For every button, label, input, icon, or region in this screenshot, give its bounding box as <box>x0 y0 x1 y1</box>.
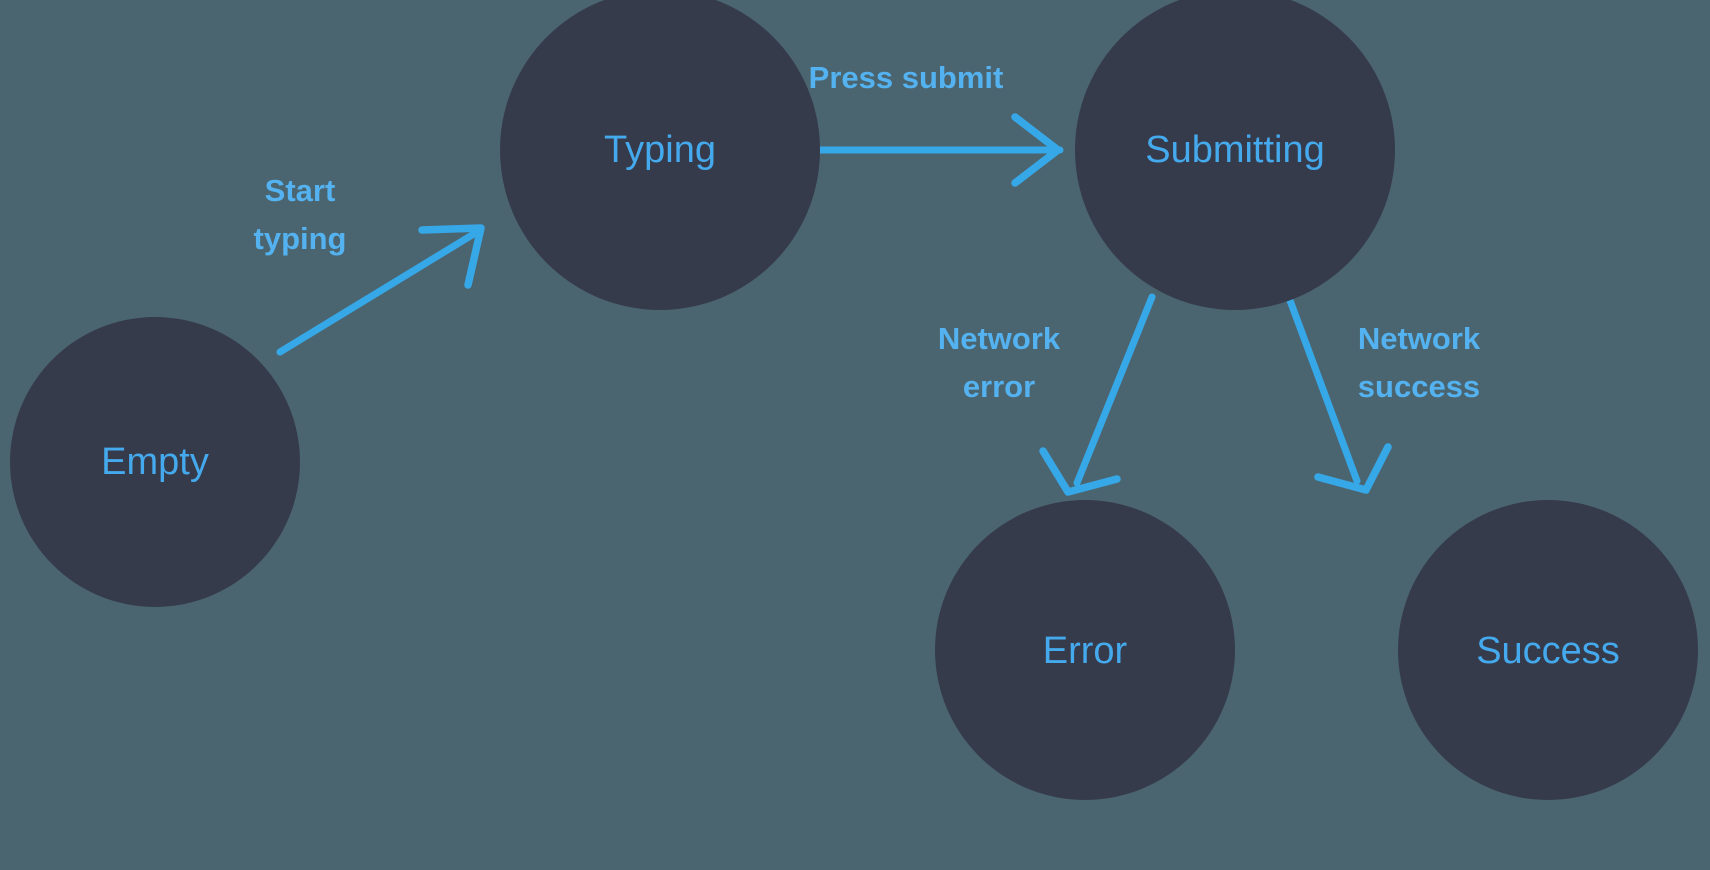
node-error-label: Error <box>1043 630 1128 672</box>
arrowhead-submitting-to-success <box>1314 443 1392 494</box>
arrowhead-empty-to-typing <box>418 224 485 289</box>
node-success[interactable]: Success <box>1398 500 1698 800</box>
edge-line-submitting-to-error <box>1073 293 1156 487</box>
edge-label-network-error-line1: Network <box>938 321 1061 356</box>
edge-label-network-error: Network error <box>938 321 1061 404</box>
node-typing-circle <box>500 0 820 310</box>
node-typing-label: Typing <box>604 129 716 171</box>
edge-line-empty-to-typing <box>276 228 481 356</box>
edge-submitting-to-error[interactable] <box>1039 293 1156 496</box>
edge-label-network-success-line2: success <box>1358 369 1480 404</box>
edge-label-network-error-line2: error <box>963 369 1035 404</box>
node-success-circle <box>1398 500 1698 800</box>
arrowhead-typing-to-submitting <box>1011 113 1062 187</box>
node-empty[interactable]: Empty <box>10 317 300 607</box>
edge-line-submitting-to-success <box>1284 291 1361 485</box>
edge-label-press-submit-line1: Press submit <box>809 60 1004 95</box>
edge-submitting-to-success[interactable] <box>1284 291 1392 494</box>
edge-empty-to-typing[interactable] <box>276 224 485 356</box>
node-empty-label: Empty <box>101 441 209 483</box>
edge-label-start-typing-line2: typing <box>254 221 347 256</box>
arrowhead-submitting-to-error <box>1039 447 1121 496</box>
edge-label-network-success-line1: Network <box>1358 321 1481 356</box>
node-empty-circle <box>10 317 300 607</box>
node-submitting-circle <box>1075 0 1395 310</box>
edge-label-start-typing: Start typing <box>254 173 347 256</box>
node-typing[interactable]: Typing <box>500 0 820 310</box>
node-error-circle <box>935 500 1235 800</box>
node-submitting-label: Submitting <box>1145 129 1325 171</box>
node-submitting[interactable]: Submitting <box>1075 0 1395 310</box>
edge-label-network-success: Network success <box>1358 321 1481 404</box>
edge-label-start-typing-line1: Start <box>265 173 336 208</box>
node-success-label: Success <box>1476 630 1620 672</box>
edge-label-press-submit: Press submit <box>809 60 1004 95</box>
node-error[interactable]: Error <box>935 500 1235 800</box>
